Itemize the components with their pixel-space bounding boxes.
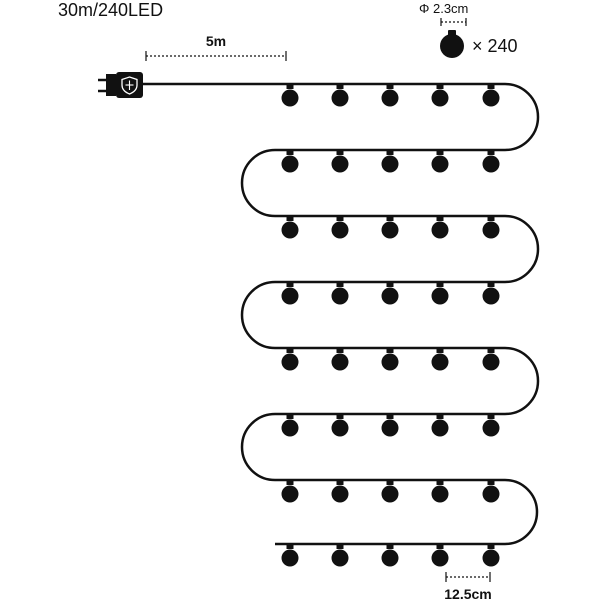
globe-bulb-icon [381,282,399,305]
globe-bulb-icon [381,480,399,503]
globe-bulb-icon [431,348,449,371]
globe-bulb-icon [281,216,299,239]
shield-icon [121,76,138,95]
bulb-spacing-label: 12.5cm [444,586,491,600]
globe-bulb-icon [281,282,299,305]
globe-bulb-icon [431,544,449,567]
globe-bulb-icon [281,480,299,503]
globe-bulb-icon [431,150,449,173]
bulb-count-label: × 240 [472,36,518,56]
globe-bulb-icon [482,414,500,437]
globe-bulb-icon [381,414,399,437]
globe-bulb-icon [431,282,449,305]
bulb-rows [281,84,500,567]
globe-bulb-icon [281,150,299,173]
globe-bulb-icon [482,150,500,173]
globe-bulb-icon [381,348,399,371]
power-plug-icon [98,72,143,98]
globe-bulb-icon [482,282,500,305]
globe-bulb-icon [482,544,500,567]
globe-bulb-icon [281,544,299,567]
bulb-diameter-label: Φ 2.3cm [419,1,468,16]
globe-bulb-icon [482,480,500,503]
globe-bulb-icon [431,414,449,437]
globe-bulb-icon [431,480,449,503]
globe-bulb-icon [331,216,349,239]
globe-bulb-icon [440,30,464,58]
globe-bulb-icon [281,84,299,107]
cable-length-label: 5m [206,33,226,49]
globe-bulb-icon [482,84,500,107]
globe-bulb-icon [281,348,299,371]
globe-bulb-icon [431,84,449,107]
globe-bulb-icon [331,544,349,567]
globe-bulb-icon [381,84,399,107]
string-cable [143,82,540,546]
globe-bulb-icon [331,348,349,371]
globe-bulb-icon [431,216,449,239]
globe-bulb-icon [331,150,349,173]
product-title: 30m/240LED [58,0,163,20]
globe-bulb-icon [381,150,399,173]
globe-bulb-icon [281,414,299,437]
cable-length-dimension: 5m [145,33,287,61]
globe-bulb-icon [331,414,349,437]
globe-bulb-icon [331,84,349,107]
globe-bulb-icon [482,216,500,239]
globe-bulb-icon [381,216,399,239]
globe-bulb-icon [331,282,349,305]
globe-bulb-icon [331,480,349,503]
bulb-spacing-dimension: 12.5cm [444,572,492,600]
globe-bulb-icon [381,544,399,567]
bulb-legend: Φ 2.3cm × 240 [419,1,518,58]
globe-bulb-icon [482,348,500,371]
